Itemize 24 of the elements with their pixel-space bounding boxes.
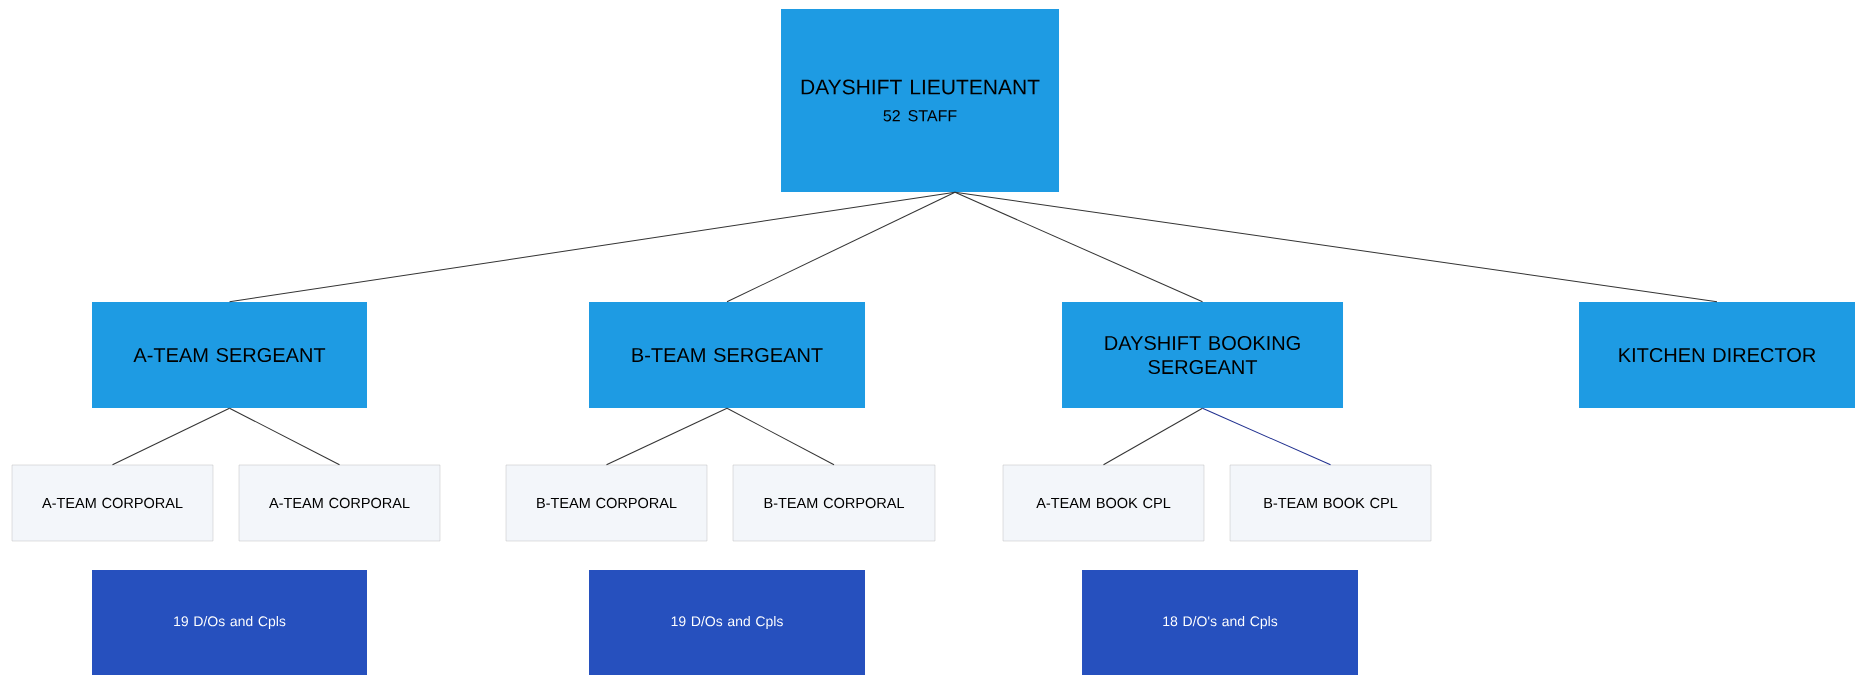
connector-line	[1103, 407, 1203, 466]
connector-line	[1202, 407, 1331, 466]
connector-line	[726, 191, 956, 303]
manager-box: DAYSHIFT BOOKING SERGEANT	[1062, 302, 1343, 408]
role-box: B-TEAM CORPORAL	[505, 464, 708, 542]
connector-line	[112, 407, 230, 466]
manager-box: KITCHEN DIRECTOR	[1579, 302, 1855, 408]
connector-line	[229, 407, 340, 466]
team-box: 18 D/O's and Cpls	[1082, 570, 1358, 675]
role-box: B-TEAM BOOK CPL	[1229, 464, 1432, 542]
connector-line	[954, 191, 1203, 303]
role-box: A-TEAM CORPORAL	[11, 464, 214, 542]
manager-box: DAYSHIFT LIEUTENANT 52 STAFF	[781, 9, 1059, 192]
team-box: 19 D/Os and Cpls	[589, 570, 865, 675]
role-box: B-TEAM CORPORAL	[732, 464, 936, 542]
manager-box: A-TEAM SERGEANT	[92, 302, 367, 408]
connector-line	[726, 407, 835, 466]
connector-line	[606, 407, 728, 466]
connector-line	[954, 191, 1718, 303]
team-box: 19 D/Os and Cpls	[92, 570, 367, 675]
connector-line	[229, 191, 956, 303]
role-box: A-TEAM CORPORAL	[238, 464, 441, 542]
role-box: A-TEAM BOOK CPL	[1002, 464, 1205, 542]
manager-box: B-TEAM SERGEANT	[589, 302, 865, 408]
